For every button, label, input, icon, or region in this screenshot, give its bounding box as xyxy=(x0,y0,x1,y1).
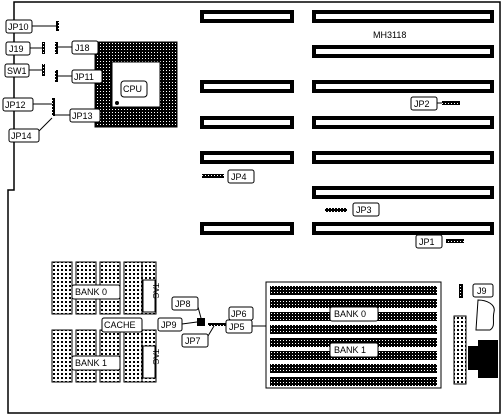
board-model-label: MH3118 xyxy=(373,30,406,40)
jp2-label: JP2 xyxy=(414,99,430,109)
sw1-label: SW1 xyxy=(7,66,27,76)
cache-label: CACHE xyxy=(104,320,136,330)
keyboard-connector xyxy=(453,315,467,385)
speaker-connector xyxy=(475,299,495,331)
keyboard-port xyxy=(478,340,498,378)
simm-area: BANK 0 BANK 1 xyxy=(265,281,442,389)
cache-bank1-label: BANK 1 xyxy=(75,358,107,368)
expansion-slots xyxy=(200,10,494,235)
long-slot xyxy=(312,222,494,235)
jp10-label: JP10 xyxy=(8,22,29,32)
left-jumpers: JP10 J19 J18 SW1 JP11 JP12 JP13 JP14 xyxy=(2,19,103,143)
jp3-label: JP3 xyxy=(356,205,372,215)
cpu-label: CPU xyxy=(123,84,142,94)
sw1-switch xyxy=(42,64,45,76)
short-slot xyxy=(200,10,294,23)
slot-jumpers: JP2 JP4 JP3 JP1 xyxy=(202,96,464,249)
jp1-label: JP1 xyxy=(419,237,435,247)
long-slot xyxy=(312,116,494,129)
long-slot xyxy=(312,151,494,164)
tag-label-top: TAG xyxy=(151,283,160,299)
short-slot xyxy=(200,116,294,129)
jp13-label: JP13 xyxy=(72,111,93,121)
jp14-label: JP14 xyxy=(11,131,32,141)
jp6-label: JP6 xyxy=(231,309,247,319)
long-slot xyxy=(312,80,494,93)
jp7-label: JP7 xyxy=(185,336,201,346)
power-connector xyxy=(468,346,478,370)
jp12-label: JP12 xyxy=(5,100,26,110)
jp5-label: JP5 xyxy=(229,322,245,332)
memory-bank1-label: BANK 1 xyxy=(334,345,366,355)
memory-bank0-label: BANK 0 xyxy=(334,309,366,319)
cache-memory: BANK 0 CACHE BANK 1 TAG TAG xyxy=(51,261,160,383)
jp4-label: JP4 xyxy=(231,172,247,182)
right-connectors: J9 xyxy=(453,283,498,385)
cache-bank0-label: BANK 0 xyxy=(75,287,107,297)
jp9-label: JP9 xyxy=(161,320,177,330)
tag-label-bottom: TAG xyxy=(151,349,160,365)
jp11-label: JP11 xyxy=(74,72,94,82)
j19-label: J19 xyxy=(9,44,24,54)
jp10-pins xyxy=(56,21,59,31)
jp8-label: JP8 xyxy=(175,299,191,309)
long-slot xyxy=(312,10,494,23)
j18-label: J18 xyxy=(75,43,90,53)
short-slot xyxy=(200,151,294,164)
cache-jumpers: JP9 JP8 JP6 JP5 JP7 xyxy=(157,296,266,348)
cpu-socket: CPU xyxy=(94,41,178,128)
short-slot xyxy=(200,222,294,235)
long-slot xyxy=(312,45,494,58)
short-slot xyxy=(200,80,294,93)
j9-label: J9 xyxy=(477,286,487,296)
long-slot xyxy=(312,186,494,199)
